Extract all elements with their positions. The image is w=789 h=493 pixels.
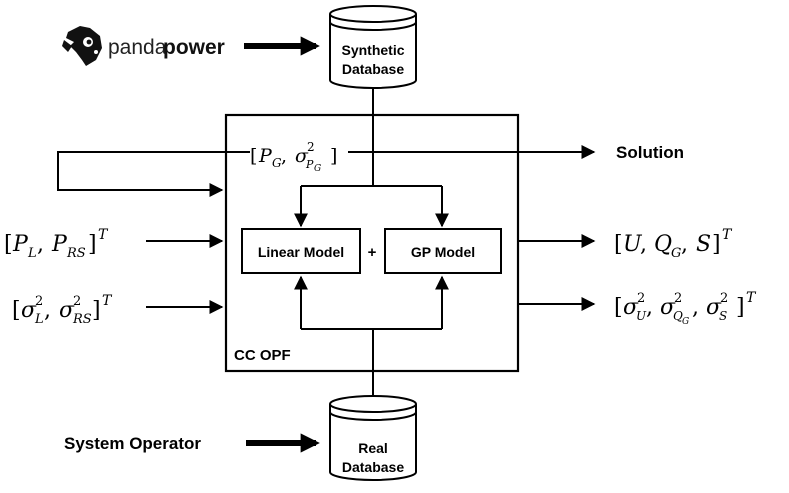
fb-sigma: σ: [295, 145, 309, 167]
in1-open: [: [4, 232, 13, 257]
in1-close: ]: [88, 232, 97, 257]
solution-label: Solution: [616, 143, 684, 162]
in2-sub2: RS: [72, 312, 92, 327]
out1-comma2: ,: [681, 232, 688, 257]
fb-open: [: [250, 145, 257, 167]
out2-sup2: 2: [674, 291, 682, 306]
in1-sub-L: L: [27, 246, 37, 261]
in2-sigma2: σ: [59, 298, 75, 323]
gp-model-label: GP Model: [411, 244, 475, 260]
out1-comma1: ,: [640, 232, 647, 257]
out2-sub2: Q: [673, 309, 683, 323]
out1-sub-G: G: [671, 246, 681, 261]
in2-comma: ,: [44, 298, 51, 323]
linear-model-label: Linear Model: [258, 244, 344, 260]
fb-P: P: [258, 145, 273, 167]
out2-comma1: ,: [646, 295, 653, 320]
variance-input-label: [ σ 2 L , σ 2 RS ] T: [12, 293, 113, 327]
out2-comma2: ,: [692, 295, 699, 320]
cc-opf-label: CC OPF: [234, 347, 291, 364]
brand-panda-text: panda: [108, 36, 167, 59]
out2-sub1: U: [636, 309, 647, 323]
in1-P: P: [12, 232, 29, 257]
fb-sub-G: G: [272, 156, 282, 170]
real-db-line1: Real: [358, 440, 388, 456]
linear-model-box: [241, 228, 361, 274]
fb-close: ]: [330, 145, 337, 167]
out2-sup3: 2: [720, 291, 728, 306]
in2-sup1: 2: [35, 294, 43, 309]
real-database: Real Database: [329, 395, 417, 481]
brand-power-text: power: [163, 36, 225, 59]
fb-sup-2: 2: [307, 140, 315, 154]
in2-sup-T: T: [102, 293, 113, 309]
fb-sub-P: P: [305, 158, 314, 171]
in2-open: [: [12, 298, 21, 323]
in1-sup-T: T: [98, 227, 109, 243]
pandapower-logo: panda power: [62, 26, 225, 66]
in2-sigma1: σ: [21, 298, 37, 323]
load-input-label: [ P L , P RS ] T: [4, 227, 109, 261]
feedback-label: [ P G , σ 2 P G ]: [250, 140, 337, 174]
fb-comma: ,: [281, 145, 287, 167]
plus-sign: +: [368, 244, 377, 261]
out1-sup-T: T: [722, 227, 733, 243]
synthetic-db-line2: Database: [342, 61, 404, 77]
out1-S: S: [696, 232, 711, 257]
out1-open: [: [614, 232, 623, 257]
system-operator-label: System Operator: [64, 434, 201, 453]
out2-close: ]: [736, 295, 745, 320]
real-db-line2: Database: [342, 459, 404, 475]
output2-label: [ σ 2 U , σ 2 Q G , σ 2 S ] T: [614, 290, 757, 327]
out1-U: U: [623, 232, 643, 257]
in1-P2: P: [51, 232, 68, 257]
out2-sub2b: G: [682, 317, 689, 327]
in1-comma: ,: [37, 232, 44, 257]
gp-model-box: [384, 228, 502, 274]
out2-sigma1: σ: [623, 295, 639, 320]
out2-open: [: [614, 295, 623, 320]
out2-sup1: 2: [637, 291, 645, 306]
fb-sub-PG: G: [314, 164, 321, 174]
out1-close: ]: [712, 232, 721, 257]
out2-sup-T: T: [746, 290, 757, 306]
synthetic-database: Synthetic Database: [329, 5, 417, 89]
feedback-loop-arrow: [57, 151, 250, 197]
in2-close: ]: [92, 298, 101, 323]
synthetic-db-line1: Synthetic: [341, 42, 404, 58]
out1-Q: Q: [654, 232, 672, 257]
out2-sigma2: σ: [660, 295, 676, 320]
out2-sigma3: σ: [706, 295, 722, 320]
in2-sub1: L: [34, 312, 44, 327]
output1-label: [ U , Q G , S ] T: [614, 227, 733, 261]
in2-sup2: 2: [73, 294, 81, 309]
out2-sub3: S: [719, 309, 727, 323]
panda-head-icon: [62, 26, 102, 66]
in1-sub-RS: RS: [66, 246, 86, 261]
